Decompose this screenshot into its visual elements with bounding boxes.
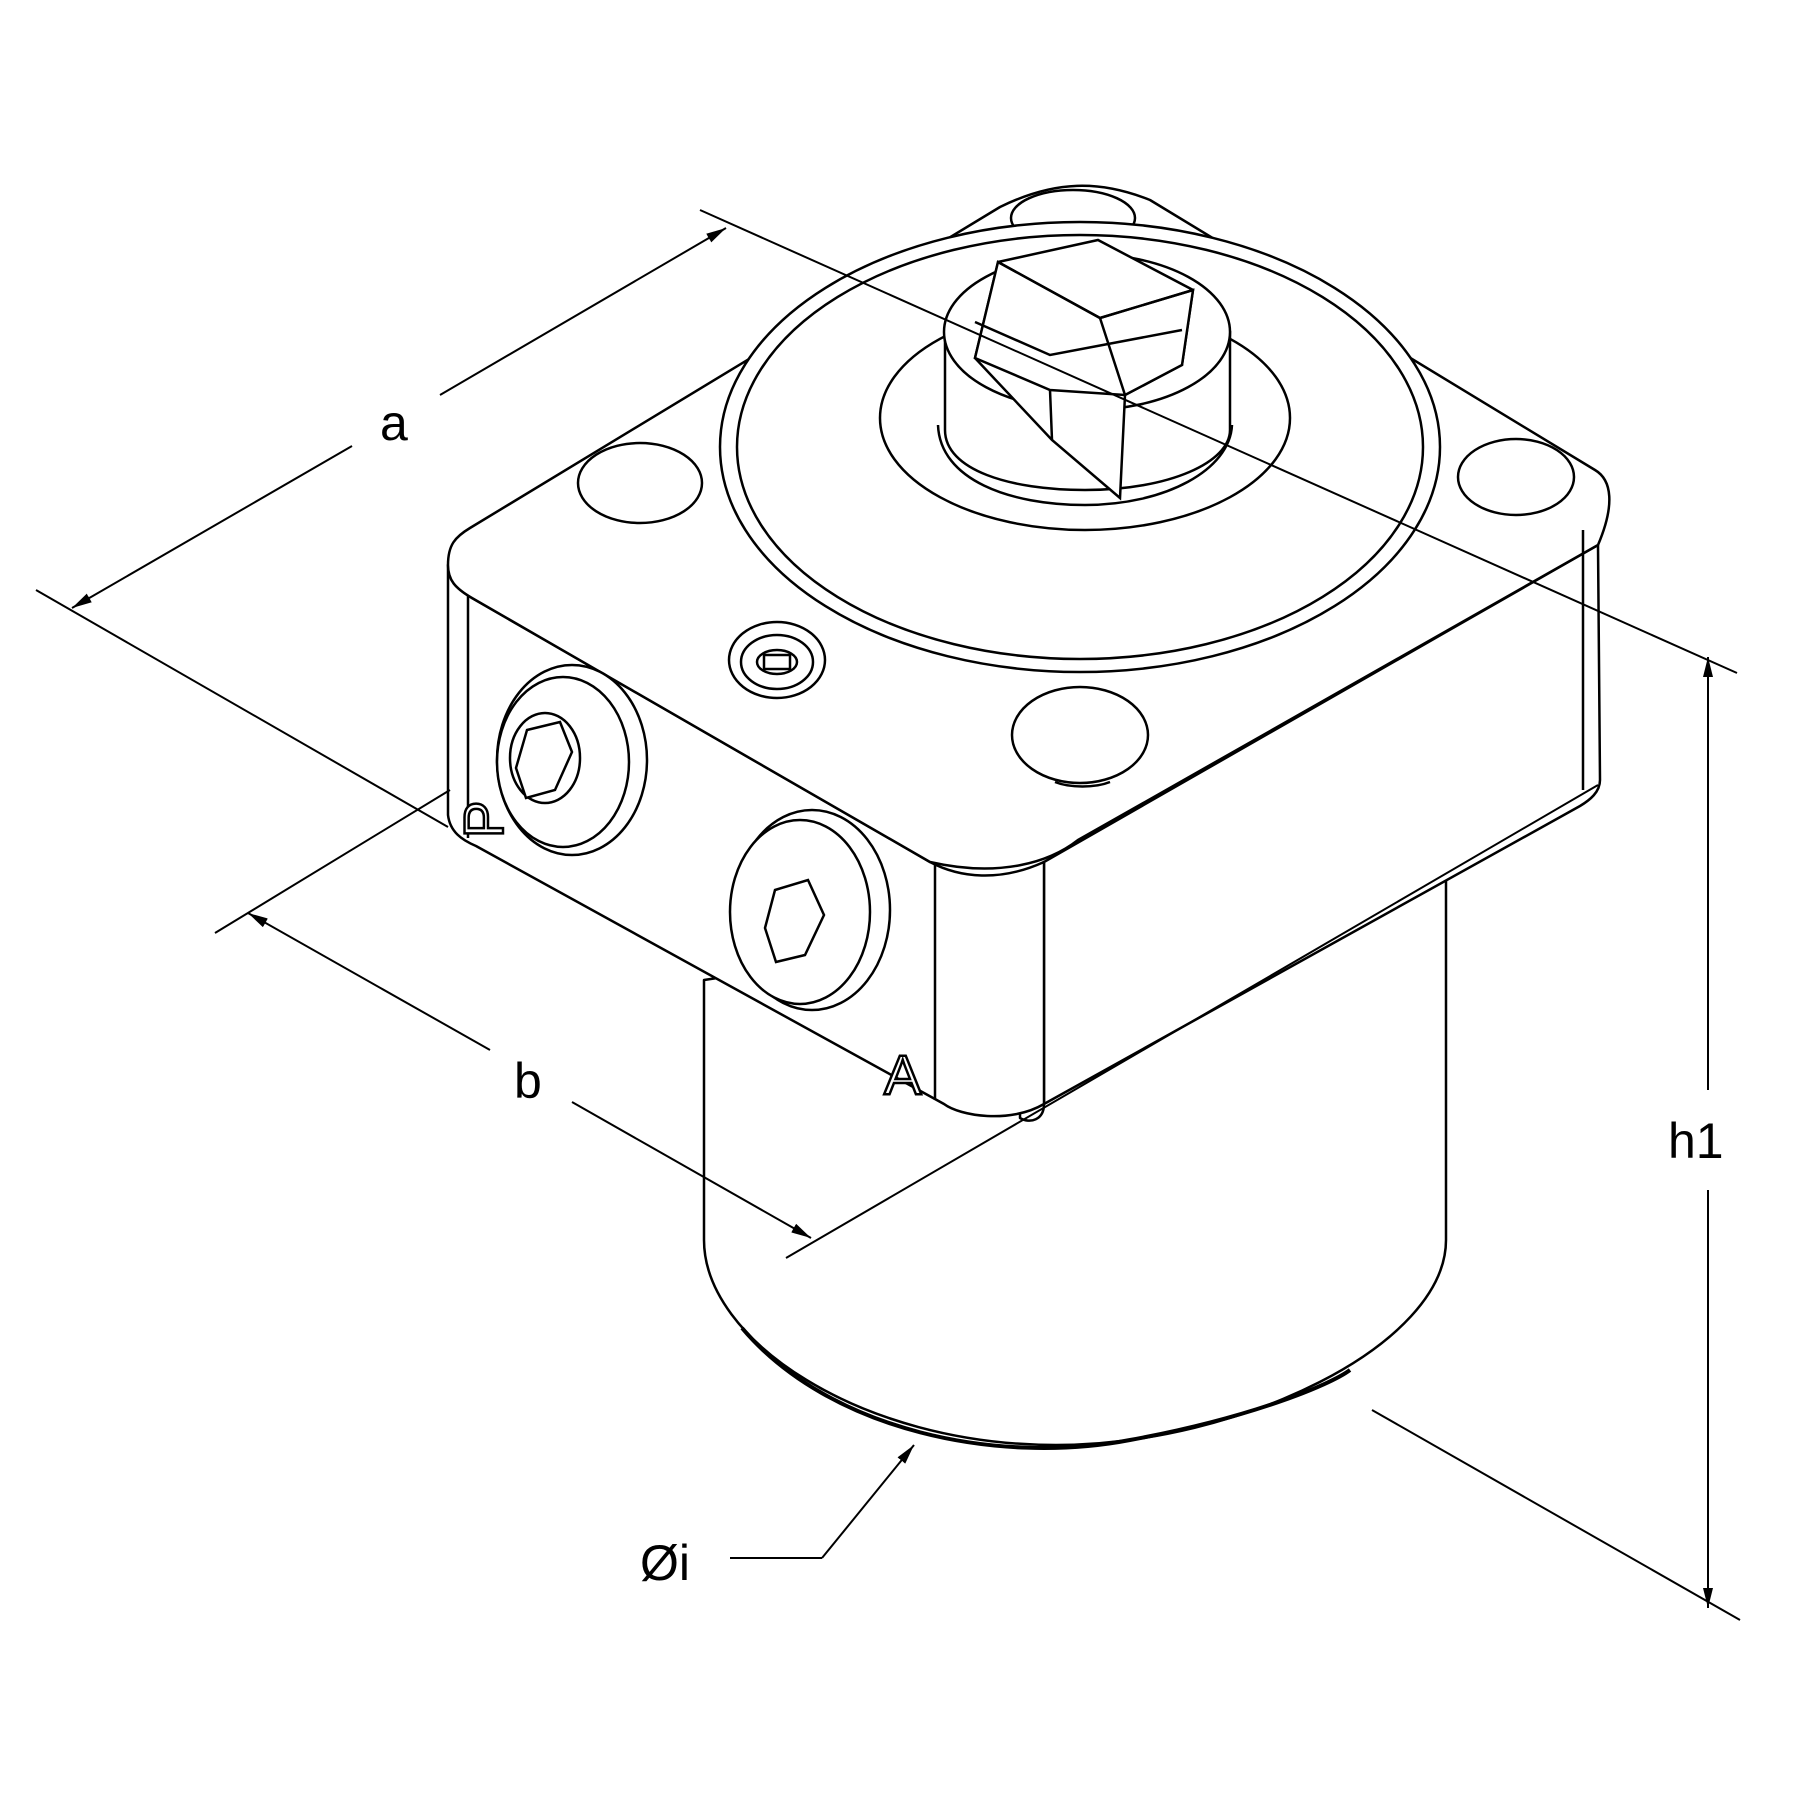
port-a	[728, 808, 892, 1012]
mounting-hole-front	[1010, 685, 1150, 785]
mounting-hole-right	[1456, 437, 1576, 517]
dimension-a	[35, 209, 1738, 828]
mounting-hole-left	[576, 441, 704, 525]
dimension-label-diameter: Øi	[640, 1535, 690, 1591]
dimension-b	[214, 784, 1599, 1259]
port-label-a: A	[884, 1043, 922, 1106]
dimension-label-b: b	[514, 1053, 542, 1109]
dimension-label-a: a	[380, 395, 408, 451]
top-features	[576, 188, 1576, 788]
port-p	[495, 663, 649, 857]
dimension-diameter	[730, 1444, 915, 1559]
dimension-h1	[1371, 657, 1741, 1621]
dimension-label-h1: h1	[1668, 1113, 1724, 1169]
port-label-p: P	[452, 801, 515, 838]
